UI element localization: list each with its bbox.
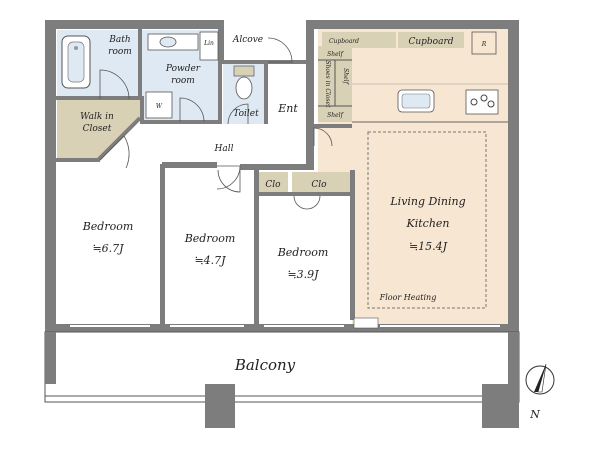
wall-right <box>508 20 519 330</box>
balcony-rail <box>44 395 520 403</box>
wall-bath-right <box>138 28 142 98</box>
label-shoes-in-closet: Shoes in Closet <box>324 61 331 109</box>
wall-hall-bottom-right <box>240 164 310 170</box>
label-ent: Ent <box>277 102 298 115</box>
door-powder[interactable] <box>179 97 205 123</box>
cupboard-large-floor <box>398 32 464 48</box>
wall-bed1-right <box>160 164 165 326</box>
label-wic-line2: Closet <box>83 124 112 134</box>
label-ldk-line1: Living Dining <box>389 195 465 208</box>
label-hall: Hall <box>214 144 234 154</box>
label-bedroom3-size: ≒3.9J <box>287 268 319 281</box>
clo2-floor <box>292 172 352 194</box>
bathtub-inner <box>67 41 85 83</box>
label-wic-line1: Walk in <box>80 112 114 122</box>
label-shelf-c: Shelf <box>327 112 344 119</box>
burner-1 <box>470 98 478 106</box>
outdoor-unit <box>353 317 379 329</box>
door-bath[interactable] <box>99 69 130 100</box>
wall-top-left <box>45 20 220 29</box>
wall-ldk-left <box>306 20 314 170</box>
drain <box>74 46 78 50</box>
door-clo2[interactable] <box>293 195 321 210</box>
compass-icon <box>525 363 555 395</box>
wall-hall-bottom-left <box>162 162 217 168</box>
wall-bottom <box>45 324 519 332</box>
label-floor-heating: Floor Heating <box>379 293 437 302</box>
wall-clo-bottom <box>256 192 352 196</box>
label-cupboard-large: Cupboard <box>408 37 453 47</box>
wall-top-right <box>310 20 518 29</box>
wall-ent-bottom <box>306 124 352 128</box>
label-powder-line2: room <box>171 76 195 86</box>
burner-2 <box>480 94 488 102</box>
compass-label: N <box>529 408 540 421</box>
wall-bed2-right <box>254 164 259 326</box>
toilet-tank <box>233 65 255 77</box>
label-bedroom2-size: ≒4.7J <box>194 254 226 267</box>
balcony-column-2 <box>482 384 519 428</box>
clo1-floor <box>258 172 288 194</box>
label-bath-line1: Bath <box>108 35 130 45</box>
wall-bed3-right <box>350 170 355 320</box>
label-bath-line2: room <box>108 47 132 57</box>
label-powder-line1: Powder <box>165 64 201 74</box>
floor-heating-area <box>367 131 487 309</box>
wall-toilet-right <box>264 60 268 124</box>
ldk-floor <box>318 28 510 326</box>
label-clo1: Clo <box>265 180 281 190</box>
sink <box>159 36 177 48</box>
wall-wic-right <box>140 96 144 122</box>
walk-in-closet-floor <box>57 100 140 160</box>
door-bed1[interactable] <box>216 165 241 190</box>
label-ldk-line2: Kitchen <box>406 217 450 230</box>
wall-toilet-top <box>220 60 312 64</box>
label-shelf-b: Shelf <box>342 68 349 85</box>
cupboard-floor <box>322 32 396 48</box>
label-ldk-size: ≒15.4J <box>409 240 448 253</box>
door-front[interactable] <box>267 37 293 63</box>
label-lin: Lin <box>203 40 214 47</box>
label-fridge: R <box>481 41 487 48</box>
label-washer: W <box>156 103 163 110</box>
label-bedroom1-size: ≒6.7J <box>92 242 124 255</box>
balcony-wall-left <box>45 332 56 384</box>
label-toilet: Toilet <box>233 109 259 119</box>
washer-box <box>145 91 173 119</box>
door-ent-ldk[interactable] <box>313 127 333 147</box>
label-bedroom1: Bedroom <box>82 220 134 233</box>
wall-powder-right <box>218 60 222 124</box>
door-bed2[interactable] <box>217 169 241 193</box>
kitchen-sink-basin <box>401 93 431 109</box>
wall-bath-bottom <box>56 96 142 100</box>
linen-box <box>199 31 219 61</box>
balcony-floor <box>44 331 520 403</box>
wall-wic-diagonal <box>96 116 142 162</box>
toilet-bowl <box>235 76 253 100</box>
wall-wic-bottom <box>56 158 100 162</box>
label-bedroom2: Bedroom <box>184 232 236 245</box>
door-toilet[interactable] <box>227 103 249 125</box>
door-wic[interactable] <box>99 135 130 169</box>
label-alcove: Alcove <box>232 35 263 45</box>
fridge-box <box>471 31 497 55</box>
wall-alcove-left <box>218 20 224 64</box>
burner-3 <box>487 100 495 108</box>
label-cupboard-small: Cupboard <box>329 38 359 45</box>
label-bedroom3: Bedroom <box>277 246 329 259</box>
label-shelf-a: Shelf <box>327 51 344 58</box>
balcony-column-1 <box>205 384 235 428</box>
wall-left <box>45 20 56 330</box>
label-balcony: Balcony <box>234 356 296 374</box>
label-clo2: Clo <box>311 180 327 190</box>
balcony-wall-right <box>508 332 519 384</box>
